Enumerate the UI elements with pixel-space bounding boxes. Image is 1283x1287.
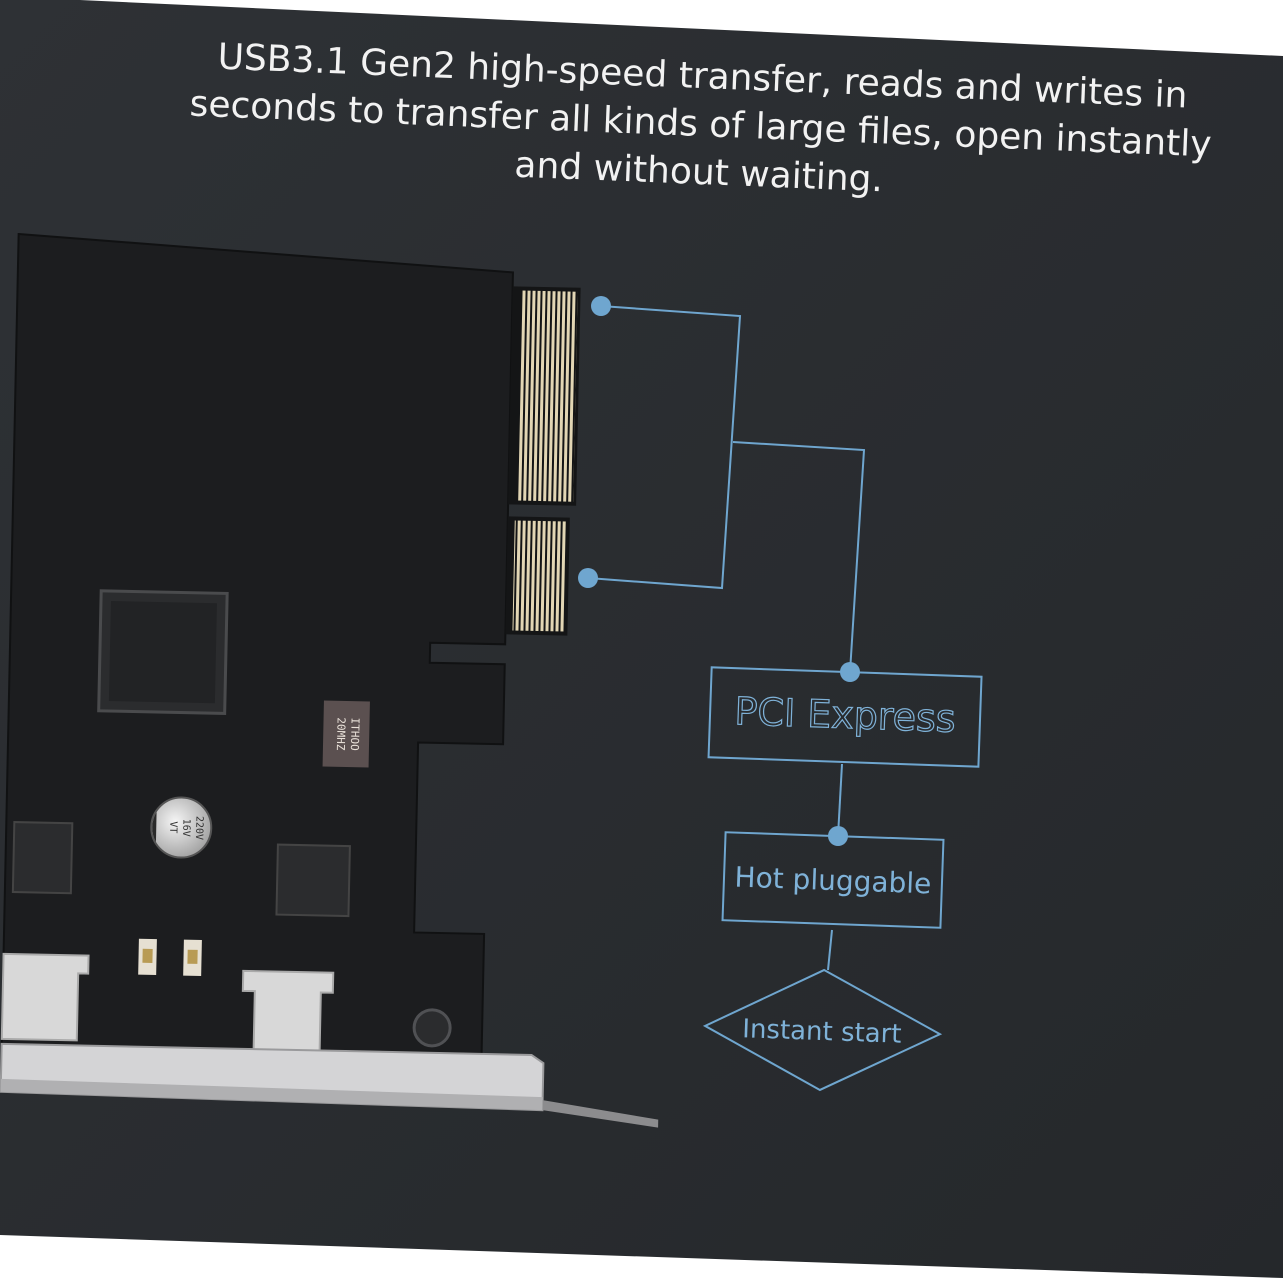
- node-dot-bottom: [578, 568, 598, 588]
- oscillator-label-1: ITHOO: [348, 717, 362, 750]
- capacitor-label-1: 220V: [193, 816, 205, 840]
- flow-box-hot-pluggable: Hot pluggable: [721, 831, 945, 929]
- capacitor-label-2: 16V: [180, 819, 191, 837]
- flow-label-hot-pluggable: Hot pluggable: [734, 861, 932, 901]
- oscillator: [322, 700, 370, 768]
- flow-label-pci-express: PCI Express: [734, 689, 957, 741]
- flow-label-instant-start: Instant start: [742, 1014, 902, 1050]
- capacitor: [150, 796, 213, 859]
- flow-diamond-instant-start: Instant start: [702, 968, 943, 1092]
- bracket-tab: [542, 1100, 659, 1128]
- screw-hole: [412, 1008, 452, 1048]
- flow-box-pci-express: PCI Express: [707, 666, 983, 768]
- capacitor-label-3: VT: [167, 821, 178, 833]
- pcie-card-illustration: ITHOO 20MHZ 220V 16V VT: [0, 232, 659, 1128]
- flow-connectors: [587, 305, 866, 971]
- node-dot-top: [591, 296, 611, 316]
- usb-port-left: [0, 952, 90, 1042]
- small-chip-right: [275, 843, 351, 918]
- small-chip-left: [11, 821, 74, 895]
- oscillator-label-2: 20MHZ: [334, 717, 348, 751]
